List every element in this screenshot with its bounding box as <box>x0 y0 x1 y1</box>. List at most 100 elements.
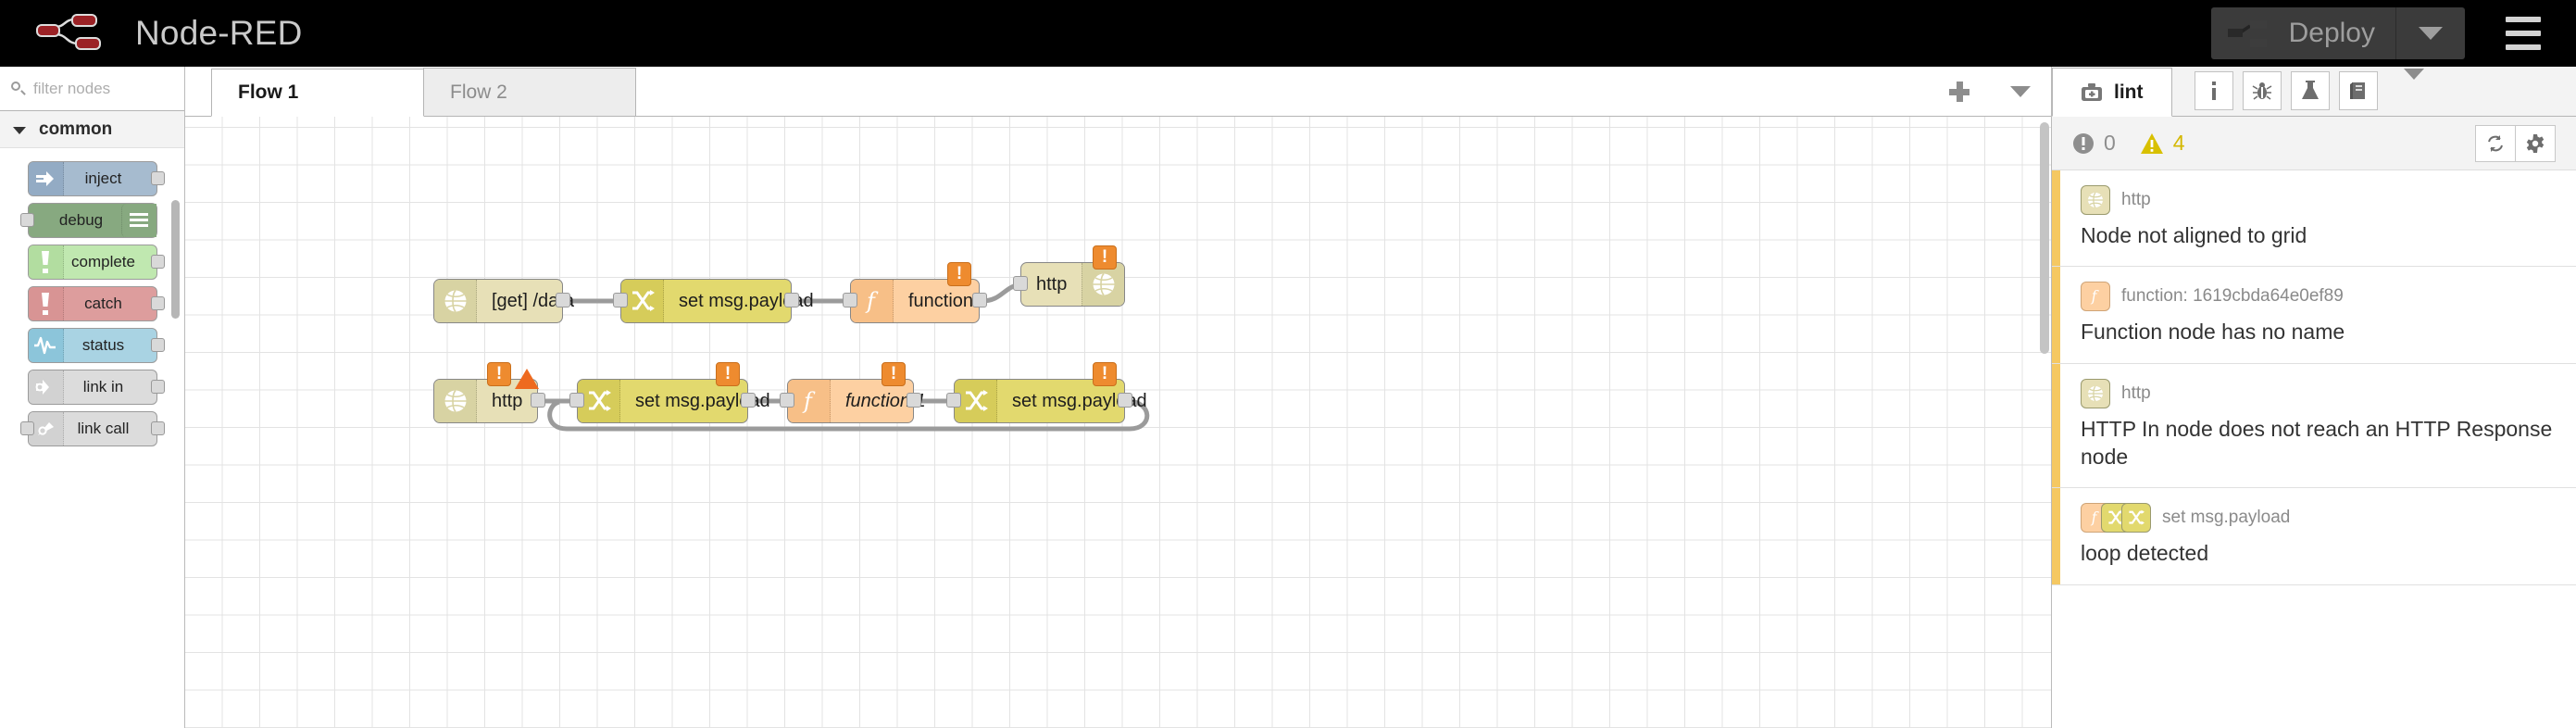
palette-node-complete[interactable]: complete <box>27 245 165 280</box>
input-port[interactable] <box>843 293 857 308</box>
sidebar-tab-label: lint <box>2114 81 2144 103</box>
flow-canvas[interactable]: [get] /data set msg.payload f function <box>185 117 2051 728</box>
node-red-logo-icon <box>36 14 101 50</box>
input-port[interactable] <box>19 421 34 435</box>
flow-node-http-response[interactable]: http ! <box>1013 245 1125 307</box>
workspace: Flow 1 Flow 2 <box>185 67 2052 728</box>
list-item[interactable]: f function: 1619cbda64e0ef89 Function no… <box>2052 267 2576 364</box>
chevron-down-icon <box>2010 85 2031 97</box>
node-warning-badge[interactable]: ! <box>1093 362 1117 386</box>
output-port[interactable] <box>784 293 799 308</box>
filter-nodes-input[interactable] <box>33 79 173 98</box>
tab-label: Flow 2 <box>450 81 507 103</box>
palette-node-inject[interactable]: inject <box>27 161 165 196</box>
flow-node-change-set-payload-3[interactable]: set msg.payload ! <box>946 362 1147 423</box>
error-circle-icon <box>2073 132 2094 154</box>
lint-settings-button[interactable] <box>2515 124 2556 162</box>
input-port[interactable] <box>946 393 961 408</box>
output-port[interactable] <box>1118 393 1132 408</box>
flow-node-function-1[interactable]: f function 1 ! <box>780 362 926 423</box>
deploy-button[interactable]: Deploy <box>2210 7 2465 59</box>
flow-node-change-set-payload-1[interactable]: set msg.payload <box>613 279 814 323</box>
palette-node-link-in[interactable]: link in <box>27 370 165 405</box>
palette-node-label: status <box>81 336 125 354</box>
flow-node-label: function 1 <box>845 390 926 411</box>
node-warning-badge[interactable]: ! <box>882 362 906 386</box>
flow-list-button[interactable] <box>1990 67 2051 116</box>
lint-item-head: f set msg.payload <box>2081 503 2557 533</box>
output-port[interactable] <box>556 293 570 308</box>
info-tab-button[interactable] <box>2194 71 2233 110</box>
tab-label: Flow 1 <box>238 82 299 103</box>
exclamation-icon <box>28 287 64 320</box>
output-port[interactable] <box>150 171 165 185</box>
help-tab-button[interactable] <box>2338 71 2378 110</box>
output-port[interactable] <box>150 296 165 310</box>
lint-item-head: f function: 1619cbda64e0ef89 <box>2081 282 2557 312</box>
input-port[interactable] <box>1013 276 1028 291</box>
warning-stripe <box>2052 488 2060 584</box>
main-menu-button[interactable] <box>2493 17 2576 50</box>
sidebar-tab-buttons <box>2194 69 2424 116</box>
palette-search[interactable] <box>0 67 184 111</box>
palette-node-label: debug <box>58 211 104 229</box>
deploy-dropdown-button[interactable] <box>2396 27 2465 40</box>
input-port[interactable] <box>780 393 794 408</box>
lint-item-body: http HTTP In node does not reach an HTTP… <box>2060 364 2576 488</box>
add-flow-button[interactable] <box>1929 67 1990 116</box>
node-warning-badge[interactable]: ! <box>1093 245 1117 270</box>
lint-toolbar-actions <box>2475 124 2556 162</box>
list-item[interactable]: http Node not aligned to grid <box>2052 170 2576 268</box>
palette-scrollbar[interactable] <box>171 200 180 319</box>
debug-tab-button[interactable] <box>2242 71 2282 110</box>
list-item[interactable]: f set msg.payload loop <box>2052 488 2576 585</box>
tab-flow-1[interactable]: Flow 1 <box>211 69 424 117</box>
link-call-icon <box>28 412 64 446</box>
output-port[interactable] <box>907 393 921 408</box>
sidebar-more-button[interactable] <box>2403 69 2424 102</box>
node-alert-triangle-icon[interactable] <box>515 367 539 391</box>
output-port[interactable] <box>972 293 987 308</box>
flow-node-label: set msg.payload <box>635 390 770 411</box>
gear-icon <box>2526 133 2545 153</box>
palette-node-label: complete <box>71 253 135 270</box>
medkit-icon <box>2082 82 2102 101</box>
shuffle-icon <box>578 380 620 422</box>
lint-refresh-button[interactable] <box>2475 124 2516 162</box>
warning-triangle-icon <box>2140 132 2163 154</box>
input-port[interactable] <box>19 213 34 227</box>
flow-node-label: http <box>492 390 523 411</box>
palette-category-common[interactable]: common <box>0 111 184 148</box>
tab-lint[interactable]: lint <box>2052 68 2172 117</box>
palette-category-label: common <box>39 119 113 139</box>
flow-node-http-in-get-data[interactable]: [get] /data <box>433 279 574 323</box>
node-warning-badge[interactable]: ! <box>716 362 740 386</box>
output-port[interactable] <box>741 393 756 408</box>
svg-text:f: f <box>2091 509 2099 526</box>
canvas-scrollbar[interactable] <box>2040 122 2049 354</box>
flow-node-function[interactable]: f function ! <box>843 262 987 323</box>
app-title: Node-RED <box>135 14 303 52</box>
input-port[interactable] <box>569 393 584 408</box>
palette-node-debug[interactable]: debug <box>19 203 157 238</box>
hamburger-menu-icon <box>2506 31 2541 36</box>
lint-item-message: Node not aligned to grid <box>2081 223 2307 247</box>
node-warning-badge[interactable]: ! <box>947 262 971 286</box>
output-port[interactable] <box>150 421 165 435</box>
input-port[interactable] <box>613 293 628 308</box>
node-warning-badge[interactable]: ! <box>487 362 511 386</box>
palette-node-catch[interactable]: catch <box>27 286 165 321</box>
output-port[interactable] <box>150 380 165 394</box>
output-port[interactable] <box>150 338 165 352</box>
list-item[interactable]: http HTTP In node does not reach an HTTP… <box>2052 363 2576 489</box>
palette-node-link-call[interactable]: link call <box>19 411 165 446</box>
output-port[interactable] <box>531 393 545 408</box>
palette-node-status[interactable]: status <box>27 328 165 363</box>
tests-tab-button[interactable] <box>2290 71 2330 110</box>
lint-error-count: 0 <box>2072 131 2116 156</box>
flow-node-change-set-payload-2[interactable]: set msg.payload ! <box>569 362 770 423</box>
exclamation-icon <box>28 245 64 279</box>
flow-node-http-in-2[interactable]: http ! <box>433 362 545 423</box>
output-port[interactable] <box>150 255 165 269</box>
tab-flow-2[interactable]: Flow 2 <box>423 68 636 116</box>
